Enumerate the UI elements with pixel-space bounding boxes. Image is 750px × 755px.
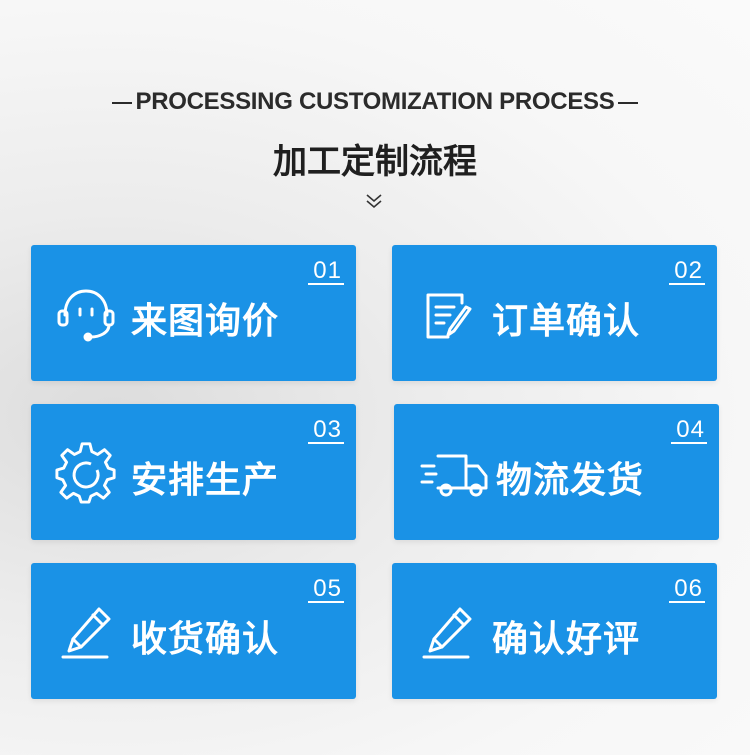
number-underline [308, 442, 344, 444]
step-card-06[interactable]: 06 确认好评 [392, 563, 717, 699]
header-en-text: PROCESSING CUSTOMIZATION PROCESS [135, 88, 615, 115]
header-en: PROCESSING CUSTOMIZATION PROCESS [0, 88, 750, 116]
step-card-05[interactable]: 05 收货确认 [31, 563, 356, 699]
step-label: 订单确认 [492, 301, 641, 342]
pencil-icon [414, 599, 480, 665]
step-label: 来图询价 [131, 301, 280, 342]
step-card-04[interactable]: 04 物流发货 [394, 404, 719, 540]
step-number: 06 [674, 575, 703, 602]
number-underline [669, 283, 705, 285]
gear-icon [53, 440, 119, 506]
step-number: 02 [674, 257, 703, 284]
step-number: 04 [676, 416, 705, 443]
page-title: 加工定制流程 [273, 142, 477, 182]
step-label: 收货确认 [131, 619, 280, 660]
number-underline [308, 601, 344, 603]
step-label: 安排生产 [131, 460, 280, 501]
dash-left [111, 101, 132, 104]
step-number: 03 [313, 416, 342, 443]
number-underline [669, 601, 705, 603]
step-label: 物流发货 [496, 460, 645, 501]
step-label: 确认好评 [492, 619, 641, 660]
pencil-icon [53, 599, 119, 665]
dash-right [618, 101, 639, 104]
chevron-down-icon [363, 190, 385, 212]
step-number: 01 [313, 257, 342, 284]
step-card-03[interactable]: 03 安排生产 [31, 404, 356, 540]
step-card-02[interactable]: 02 订单确认 [392, 245, 717, 381]
step-card-01[interactable]: 01 来图询价 [31, 245, 356, 381]
document-edit-icon [414, 281, 480, 347]
step-number: 05 [313, 575, 342, 602]
number-underline [671, 442, 707, 444]
customer-service-headset-icon [53, 281, 119, 347]
number-underline [308, 283, 344, 285]
delivery-truck-icon [420, 440, 490, 506]
